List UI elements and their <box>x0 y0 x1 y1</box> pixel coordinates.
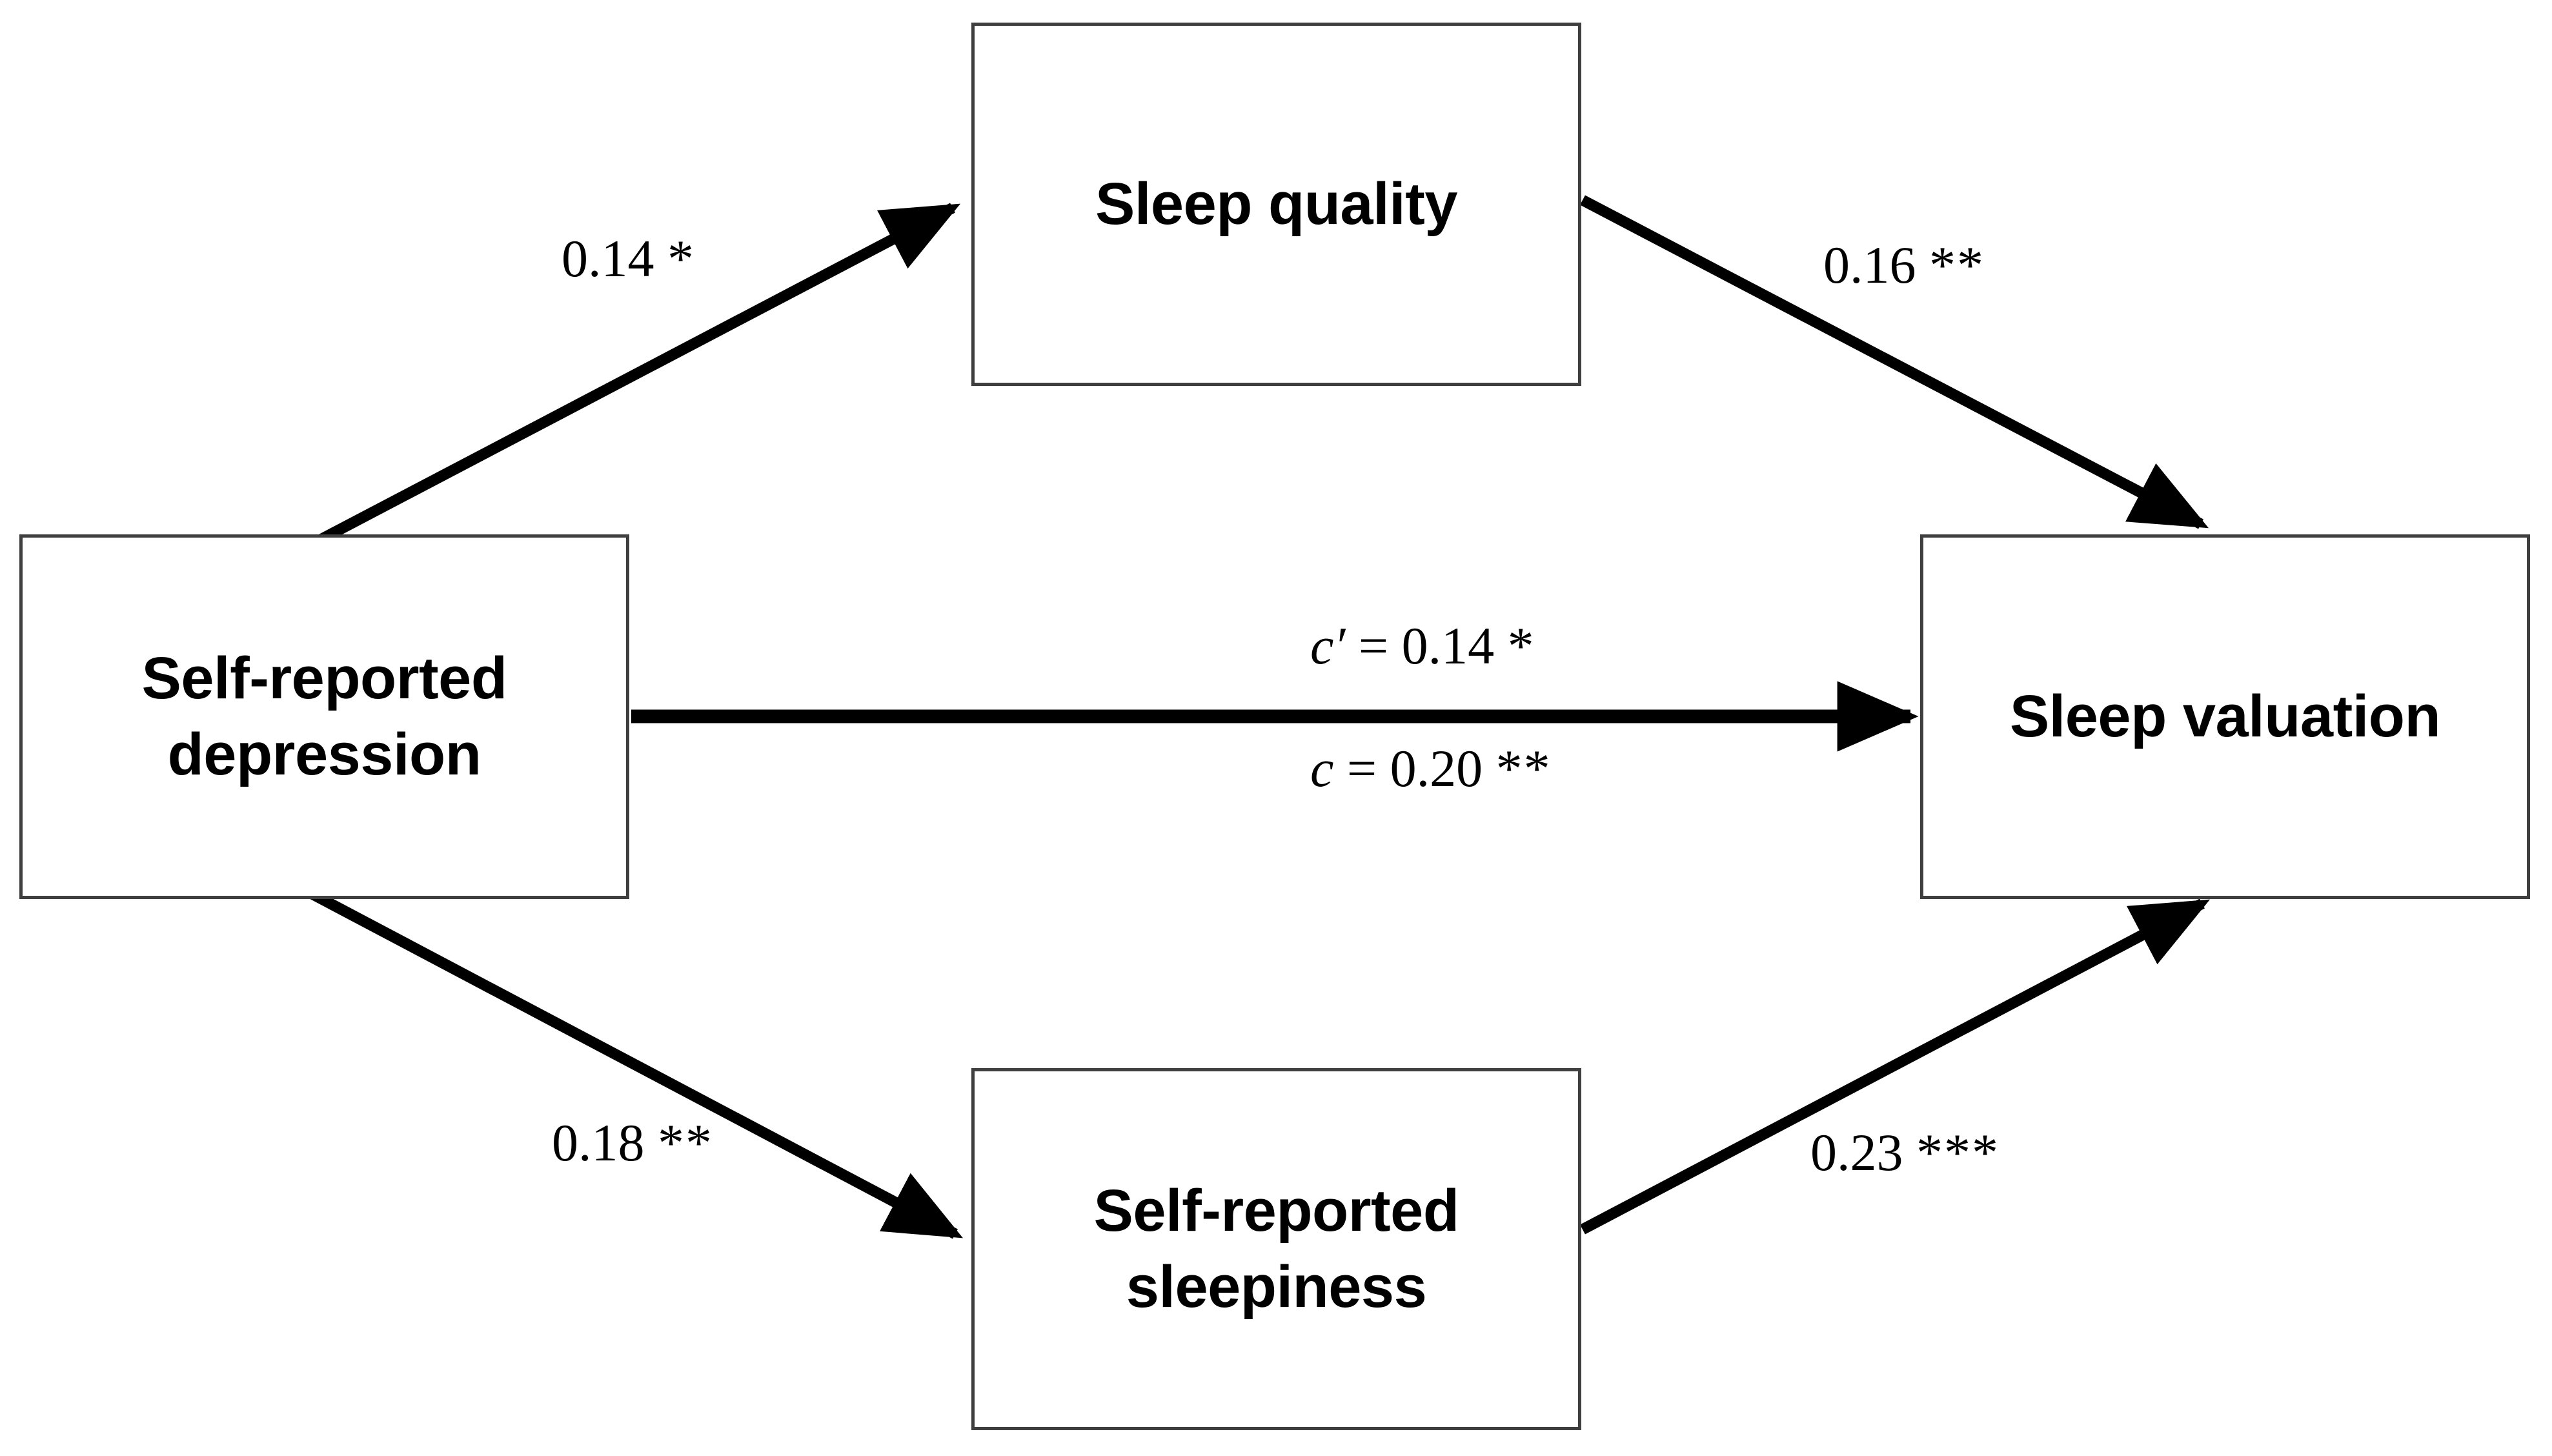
edge-significance-c-prime: * <box>1507 616 1535 675</box>
edge-significance-c-total: ** <box>1495 739 1552 798</box>
edge-symbol-c-prime: c′ <box>1310 616 1346 675</box>
edge-coefficient-c-prime: 0.14 <box>1401 616 1495 675</box>
edge-label-b-path-sleep-quality: 0.16 ** <box>1823 239 1985 292</box>
node-sleep-valuation[interactable]: Sleep valuation <box>1920 534 2530 899</box>
edge-label-b-path-sleepiness: 0.23 *** <box>1810 1126 2000 1179</box>
edge-significance-a1: * <box>667 229 695 288</box>
edge-significance-b1: ** <box>1929 236 1985 294</box>
arrow-a-path-sleepiness <box>303 885 964 1239</box>
edge-label-c-total-path: c = 0.20 ** <box>1310 742 1552 795</box>
node-self-reported-depression[interactable]: Self-reported depression <box>19 534 629 899</box>
edge-label-a-path-sleepiness: 0.18 ** <box>552 1117 713 1169</box>
node-label-self-reported-sleepiness: Self-reported sleepiness <box>1093 1177 1459 1320</box>
edge-label-a-path-sleep-quality: 0.14 * <box>562 232 695 285</box>
edge-coefficient-a1: 0.14 <box>562 229 654 288</box>
arrow-b-path-sleepiness <box>1580 898 2211 1235</box>
edge-coefficient-c-total: 0.20 <box>1390 739 1483 798</box>
arrow-b-path-sleep-quality <box>1580 195 2209 529</box>
edge-equals-c-total: = <box>1346 739 1377 798</box>
edge-significance-a2: ** <box>658 1113 713 1172</box>
node-label-sleep-valuation: Sleep valuation <box>2009 683 2441 749</box>
node-self-reported-sleepiness[interactable]: Self-reported sleepiness <box>971 1068 1581 1430</box>
node-sleep-quality[interactable]: Sleep quality <box>971 23 1581 386</box>
edge-coefficient-b2: 0.23 <box>1810 1123 1903 1182</box>
edge-coefficient-b1: 0.16 <box>1823 236 1916 294</box>
edge-coefficient-a2: 0.18 <box>552 1113 645 1172</box>
edge-symbol-c-total: c <box>1310 739 1334 798</box>
edge-equals-c-prime: = <box>1358 616 1389 675</box>
edge-significance-b2: *** <box>1916 1123 2000 1182</box>
node-label-sleep-quality: Sleep quality <box>1095 170 1458 237</box>
edge-label-c-prime-path: c′ = 0.14 * <box>1310 620 1535 672</box>
arrow-a-path-sleep-quality <box>303 203 961 552</box>
node-label-self-reported-depression: Self-reported depression <box>141 645 507 787</box>
